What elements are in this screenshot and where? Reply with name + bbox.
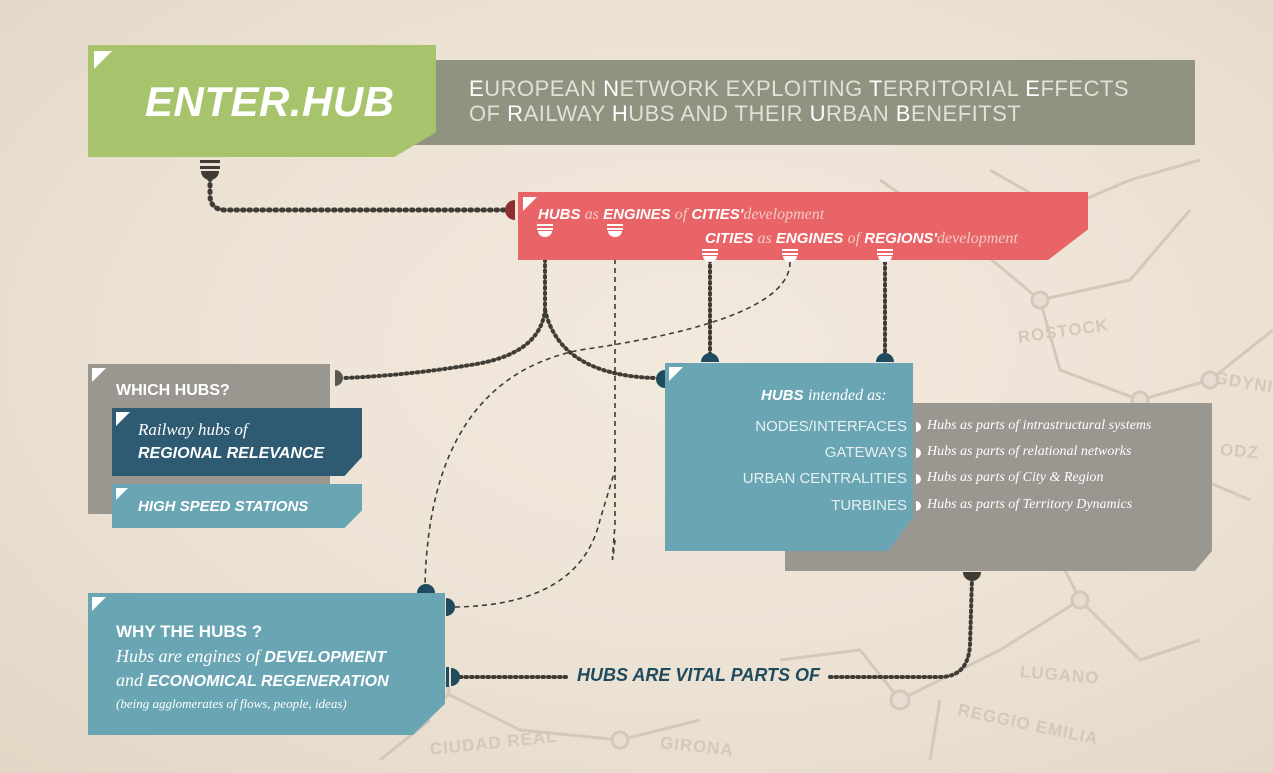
corner-marker xyxy=(523,197,537,211)
map-node xyxy=(1070,590,1090,610)
intended-row-label: URBAN CENTRALITIES xyxy=(742,470,907,487)
engines-word: CITIES xyxy=(705,230,754,247)
engines-connector-word: development xyxy=(936,230,1018,247)
plug-why-vital xyxy=(446,667,460,687)
engines-word: HUBS xyxy=(538,206,581,223)
plug-why-right xyxy=(446,598,455,616)
bullet-icon xyxy=(916,474,921,484)
engines-word: CITIES' xyxy=(691,206,744,223)
bullet-icon xyxy=(916,448,921,458)
high-speed-label: HIGH SPEED STATIONS xyxy=(138,498,309,515)
corner-marker xyxy=(669,367,683,381)
intended-row-desc: Hubs as parts of Territory Dynamics xyxy=(927,497,1133,512)
intended-title-bold: HUBS xyxy=(761,387,804,404)
plug-engines-left xyxy=(505,200,515,220)
intended-row: GATEWAYS Hubs as parts of relational net… xyxy=(665,444,1225,468)
title-word: HUBS AND THEIR xyxy=(611,101,810,126)
corner-marker xyxy=(94,51,112,69)
logo-text: ENTER.HUB xyxy=(145,78,395,125)
title-word: URBAN xyxy=(809,101,896,126)
engines-line2: CITIES as ENGINES of REGIONS'development xyxy=(705,230,1018,248)
engines-connector-word: of xyxy=(674,206,688,223)
plug-turbines xyxy=(963,572,981,581)
intended-row-label: TURBINES xyxy=(831,497,907,514)
engines-connector-word: as xyxy=(584,206,599,223)
engines-box: HUBS as ENGINES of CITIES'development CI… xyxy=(518,192,1088,260)
connector-why-to-engines xyxy=(454,469,616,608)
intended-title: HUBS intended as: xyxy=(761,387,887,405)
why-hubs-title: WHY THE HUBS ? xyxy=(116,622,263,641)
title-word: EUROPEAN xyxy=(469,76,604,101)
intended-row-desc: Hubs as parts of intrastructural systems xyxy=(927,418,1152,433)
why-line2-bold: ECONOMICAL REGENERATION xyxy=(147,673,389,690)
intended-row-desc: Hubs as parts of relational networks xyxy=(927,444,1132,459)
why-line2-text: and xyxy=(116,670,143,690)
intended-row-desc: Hubs as parts of City & Region xyxy=(927,470,1104,485)
header-title-line1: EUROPEAN NETWORK EXPLOITING TERRITORIAL … xyxy=(469,76,1129,101)
corner-marker xyxy=(116,412,130,426)
engines-connector-word: as xyxy=(757,230,772,247)
corner-marker xyxy=(116,488,128,500)
title-word: OF xyxy=(469,101,508,126)
corner-marker xyxy=(92,368,106,382)
title-word: RAILWAY xyxy=(507,101,612,126)
intended-row: URBAN CENTRALITIES Hubs as parts of City… xyxy=(665,470,1225,494)
logo-box: ENTER.HUB xyxy=(88,45,436,157)
engines-connector-word: of xyxy=(847,230,861,247)
title-word: EFFECTS xyxy=(1025,76,1130,101)
regional-relevance-box: Railway hubs of REGIONAL RELEVANCE xyxy=(112,408,362,476)
connector-engines-to-why xyxy=(611,232,616,561)
map-node xyxy=(610,730,630,750)
connector-vital-right xyxy=(828,576,974,679)
intended-row: TURBINES Hubs as parts of Territory Dyna… xyxy=(665,497,1225,521)
plug-intended-top xyxy=(701,353,894,362)
connector-hubs-to-which xyxy=(343,230,547,380)
header-title-line2: OF RAILWAY HUBS AND THEIR URBAN BENEFITS… xyxy=(469,101,1129,126)
plug-why-top xyxy=(417,584,435,593)
connector-engines2-to-why xyxy=(424,261,791,586)
header-banner: EUROPEAN NETWORK EXPLOITING TERRITORIAL … xyxy=(385,60,1195,145)
engines-word: REGIONS' xyxy=(864,230,937,247)
title-word: TERRITORIAL xyxy=(868,76,1026,101)
intended-title-rest: intended as: xyxy=(807,387,887,404)
intended-row-label: GATEWAYS xyxy=(824,444,907,461)
bullet-icon xyxy=(916,501,921,511)
high-speed-box: HIGH SPEED STATIONS xyxy=(112,484,362,528)
title-word: NETWORK EXPLOITING xyxy=(603,76,869,101)
regional-line2: REGIONAL RELEVANCE xyxy=(138,445,325,462)
plug-intended-left xyxy=(656,370,665,388)
why-line1-bold: DEVELOPMENT xyxy=(264,649,387,666)
plug-which xyxy=(335,370,343,386)
why-hubs-box: WHY THE HUBS ? Hubs are engines of DEVEL… xyxy=(88,593,445,735)
corner-marker xyxy=(92,597,106,611)
map-node xyxy=(1200,370,1220,390)
intended-row-label: NODES/INTERFACES xyxy=(755,418,907,435)
why-line3: (being agglomerates of flows, people, id… xyxy=(116,696,347,711)
why-line1-text: Hubs are engines of xyxy=(116,646,260,666)
connector-hubs-to-intended xyxy=(543,308,657,380)
vital-label: HUBS ARE VITAL PARTS OF xyxy=(577,665,821,685)
regional-line1: Railway hubs of xyxy=(138,420,248,439)
connector-logo-to-engines xyxy=(207,175,513,213)
map-node xyxy=(889,689,911,711)
title-word: BENEFITST xyxy=(895,101,1022,126)
engines-word: ENGINES xyxy=(775,230,844,247)
why-line2: and ECONOMICAL REGENERATION xyxy=(116,670,389,691)
intended-box: HUBS intended as: xyxy=(665,363,913,551)
engines-connector-word: development xyxy=(743,206,825,223)
plug-logo xyxy=(200,160,220,180)
bullet-icon xyxy=(916,422,921,432)
engines-line1: HUBS as ENGINES of CITIES'development xyxy=(538,206,824,224)
which-hubs-title: WHICH HUBS? xyxy=(116,382,230,399)
intended-row: NODES/INTERFACES Hubs as parts of intras… xyxy=(665,418,1225,442)
header-title: EUROPEAN NETWORK EXPLOITING TERRITORIAL … xyxy=(469,76,1129,126)
why-line1: Hubs are engines of DEVELOPMENT xyxy=(116,646,386,667)
map-node xyxy=(1030,290,1050,310)
engines-word: ENGINES xyxy=(603,206,671,223)
